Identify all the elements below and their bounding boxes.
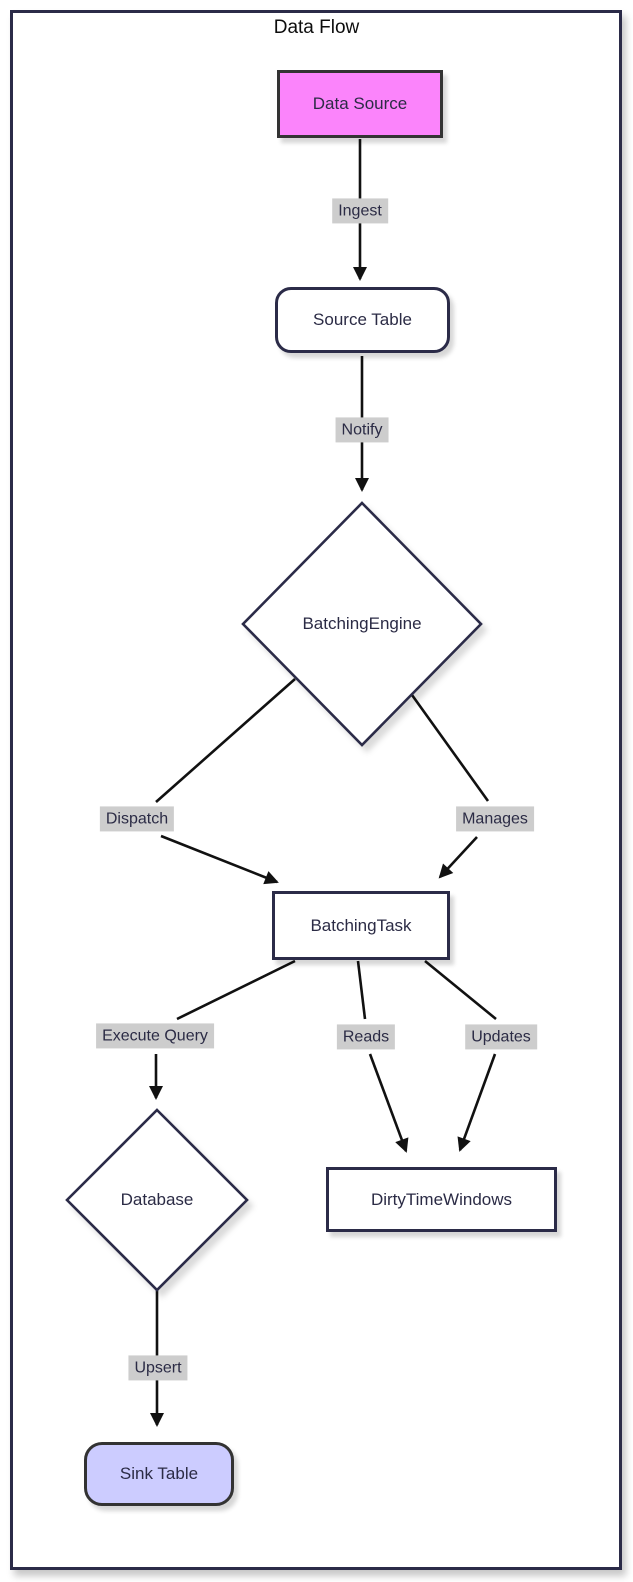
edge-label-upsert: Upsert (128, 1355, 188, 1381)
diagram-frame (10, 10, 622, 1570)
node-label: DirtyTimeWindows (370, 1189, 513, 1209)
node-source-table: Source Table (275, 287, 450, 353)
diamond-shape (241, 501, 483, 747)
edge-reads-upper (356, 960, 367, 1020)
node-batching-engine: BatchingEngine (241, 501, 483, 747)
node-label: Source Table (313, 310, 412, 329)
edge-dispatch-lower (160, 834, 279, 885)
node-label: Sink Table (119, 1464, 199, 1483)
node-label: Database (120, 1190, 194, 1209)
node-batching-task: BatchingTask (272, 891, 450, 960)
edge-label-manages: Manages (456, 806, 534, 832)
node-label: BatchingEngine (302, 614, 422, 633)
node-dirty-time-windows: DirtyTimeWindows (326, 1167, 557, 1232)
edge-label-notify: Notify (335, 417, 389, 443)
edge-label-ingest: Ingest (332, 198, 388, 224)
diagram-title: Data Flow (273, 17, 360, 38)
node-data-source: Data Source (277, 70, 443, 138)
edge-label-dispatch: Dispatch (99, 806, 175, 832)
edge-label-execute-query: Execute Query (96, 1023, 214, 1049)
diamond-shape (65, 1108, 249, 1292)
edge-manages-upper (410, 694, 490, 802)
node-label: Data Source (312, 94, 408, 113)
edge-updates-upper (424, 959, 497, 1021)
edge-label-updates: Updates (465, 1024, 537, 1050)
edge-dispatch-upper (155, 678, 296, 803)
node-database: Database (65, 1108, 249, 1292)
edge-label-reads: Reads (336, 1024, 396, 1050)
edge-manages-lower (438, 836, 478, 879)
node-label: BatchingTask (310, 915, 412, 935)
edge-reads-lower (368, 1053, 409, 1153)
edge-execute-query-upper (176, 959, 296, 1021)
edge-updates-lower (457, 1053, 497, 1152)
node-sink-table: Sink Table (84, 1442, 234, 1506)
